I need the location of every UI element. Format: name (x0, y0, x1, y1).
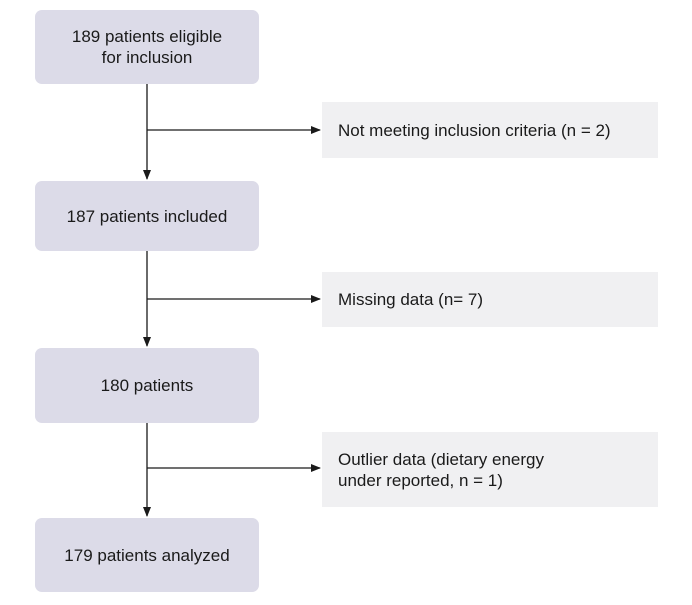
exclusion-outlier-line-1: Outlier data (dietary energy (338, 449, 544, 469)
exclusion-outlier-line-2: under reported, n = 1) (338, 470, 503, 490)
stage-box-analyzed: 179 patients analyzed (35, 518, 259, 592)
exclusion-box-missing: Missing data (n= 7) (322, 272, 658, 327)
stage-eligible-line-1: 189 patients eligible (71, 27, 223, 46)
exclusion-box-criteria: Not meeting inclusion criteria (n = 2) (322, 102, 658, 158)
stage-remaining-text: 180 patients (100, 376, 194, 395)
stage-analyzed-text: 179 patients analyzed (64, 545, 230, 565)
stage-box-remaining: 180 patients (35, 348, 259, 423)
exclusion-criteria-text: Not meeting inclusion criteria (n = 2) (338, 120, 611, 140)
stage-eligible-line-2: for inclusion (101, 48, 193, 67)
exclusion-missing-text: Missing data (n= 7) (338, 290, 484, 309)
stage-box-eligible: 189 patients eligible for inclusion (35, 10, 259, 84)
exclusion-box-outlier: Outlier data (dietary energy under repor… (322, 432, 658, 507)
stage-eligible-text: 189 patients eligible for inclusion (72, 26, 222, 68)
exclusion-outlier-text: Outlier data (dietary energy under repor… (338, 449, 544, 491)
stage-box-included: 187 patients included (35, 181, 259, 251)
stage-included-text: 187 patients included (66, 206, 228, 226)
